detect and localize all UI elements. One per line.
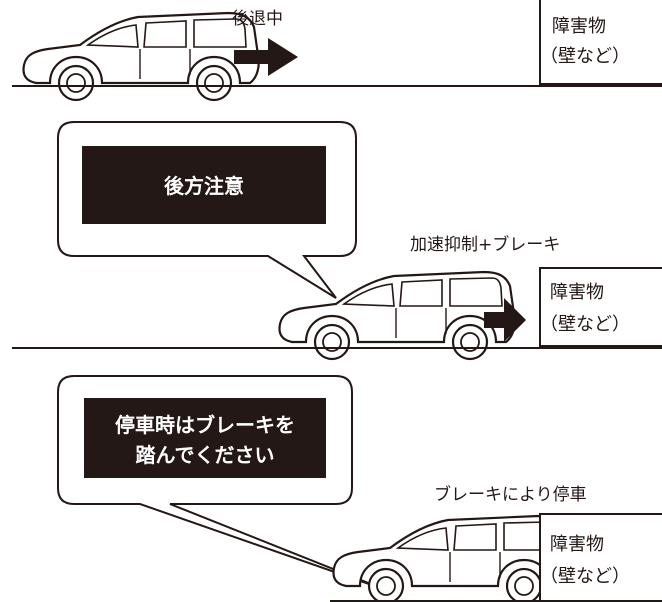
panel-reversing: 後退中 障害物 （壁など） [12,0,662,102]
display-message-line2: 踏んでください [136,443,275,467]
display-message-line1: 停車時はブレーキを [115,413,295,437]
obstacle-label: 障害物 [550,534,604,555]
obstacle-label: 障害物 [550,282,604,303]
display-message: 後方注意 [164,174,244,198]
reverse-arrow-icon [234,38,298,76]
obstacle-box [539,267,662,347]
reverse-arrow-icon [484,298,526,342]
display-screen [84,398,326,478]
obstacle-label: 障害物 [552,16,606,37]
status-label: 加速抑制+ブレーキ [410,234,560,255]
status-label: ブレーキにより停車 [434,484,587,505]
panel-stopped: 停車時はブレーキを 踏んでください ブレーキにより停車 障害物 （壁など） [57,375,662,602]
obstacle-box [539,0,662,85]
car-icon [332,514,570,602]
obstacle-sublabel: （壁など） [540,46,630,67]
display-screen [82,146,326,224]
obstacle-sublabel: （壁など） [540,566,630,587]
obstacle-sublabel: （壁など） [540,314,630,335]
panel-rear-warning: 後方注意 加速抑制+ブレーキ 障害物 （壁など） [12,121,662,361]
status-label: 後退中 [232,9,283,29]
obstacle-box [539,513,662,602]
